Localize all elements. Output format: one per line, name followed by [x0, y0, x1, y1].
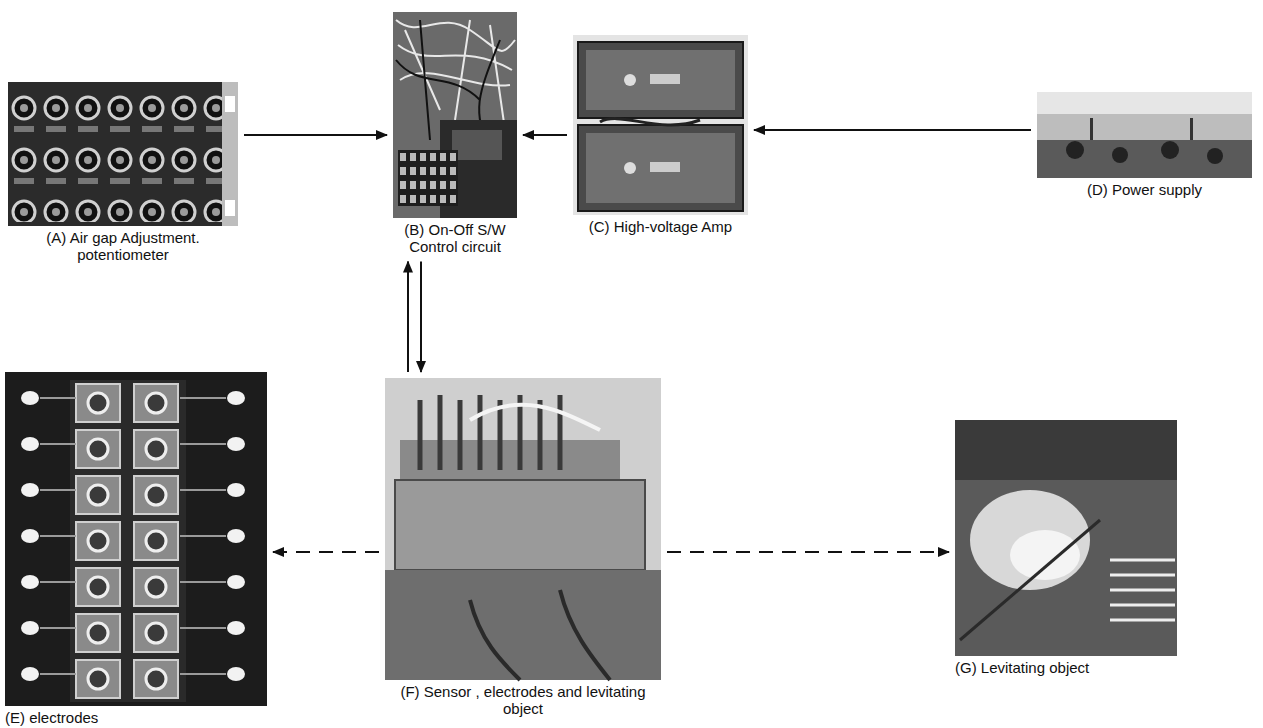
photo-frame: [1037, 92, 1252, 178]
table-cable: [470, 590, 610, 680]
wire-end: [21, 437, 39, 451]
signal-arrow: [407, 262, 409, 373]
potentiometer-photo: [8, 82, 238, 226]
supply-knob: [1112, 147, 1128, 163]
supply-rod: [1090, 118, 1093, 140]
wire-end: [227, 391, 245, 405]
control-circuit-photo: [393, 12, 517, 218]
supply-top: [1037, 92, 1252, 114]
wire-end: [227, 437, 245, 451]
photo-frame: [5, 372, 267, 706]
electrode-edges: [1110, 560, 1175, 620]
photo-panel: (G) Levitating object: [955, 420, 1177, 676]
supply-rod: [1190, 118, 1193, 140]
photo-frame: [573, 35, 748, 215]
setup-photo: [385, 378, 661, 680]
supply-knob: [1207, 148, 1223, 164]
sensor-cable: [470, 405, 600, 430]
wire-end: [21, 529, 39, 543]
wire-end: [227, 529, 245, 543]
knob-grid: [8, 88, 222, 222]
shadow-line: [960, 520, 1100, 640]
amp-badge: [650, 162, 680, 172]
signal-arrow: [754, 129, 1031, 131]
amp-badge: [650, 74, 680, 84]
photo-frame: [393, 12, 517, 218]
photo-panel: (C) High-voltage Amp: [573, 35, 748, 235]
wire-end: [21, 621, 39, 635]
wire-end: [21, 391, 39, 405]
signal-arrow: [244, 134, 387, 136]
wire-end: [227, 483, 245, 497]
photo-panel: (A) Air gap Adjustment. potentiometer: [8, 82, 238, 264]
supply-knob: [1161, 141, 1179, 159]
photo-panel: (B) On-Off S/W Control circuit: [393, 12, 517, 256]
dashed-arrow: [273, 551, 379, 553]
electrode-array: [70, 380, 186, 702]
photo-panel: (F) Sensor , electrodes and levitating o…: [385, 378, 661, 718]
photo-panel: (E) electrodes: [5, 372, 267, 726]
electrode-leads: [40, 398, 226, 674]
amp-unit: [578, 125, 743, 211]
sensor-rack: [400, 440, 620, 480]
amp-cable: [600, 119, 700, 125]
upper-shadow: [955, 420, 1177, 480]
wire-end: [227, 621, 245, 635]
plate-highlight: [1010, 530, 1080, 580]
panel-tag: [225, 200, 235, 216]
photo-panel: (D) Power supply: [1037, 92, 1252, 198]
amp-front: [586, 50, 735, 110]
chip: [452, 130, 502, 160]
photo-caption: (E) electrodes: [5, 709, 267, 726]
wire-end: [21, 667, 39, 681]
table: [385, 570, 661, 680]
photo-frame: [8, 82, 238, 226]
wire-ends: [21, 391, 245, 681]
terminal-block: [398, 150, 458, 206]
amplifier-photo: [573, 35, 748, 215]
amp-knob: [624, 162, 636, 174]
electrode-plate: [395, 480, 645, 570]
amp-front: [586, 133, 735, 203]
signal-arrow: [420, 262, 422, 373]
supply-front: [1037, 140, 1252, 178]
amp-knob: [624, 74, 636, 86]
panel-tag: [225, 96, 235, 112]
wire-end: [21, 483, 39, 497]
panel-edge: [222, 82, 238, 226]
photo-caption: (F) Sensor , electrodes and levitating o…: [385, 683, 661, 718]
signal-arrow: [523, 134, 567, 136]
photo-frame: [385, 378, 661, 680]
photo-caption: (A) Air gap Adjustment. potentiometer: [8, 229, 238, 264]
photo-caption: (B) On-Off S/W Control circuit: [393, 221, 517, 256]
dashed-arrow: [667, 551, 949, 553]
wire-end: [21, 575, 39, 589]
wire-end: [227, 575, 245, 589]
photo-caption: (D) Power supply: [1037, 181, 1252, 198]
photo-caption: (G) Levitating object: [955, 659, 1177, 676]
levitating-plate: [970, 490, 1090, 590]
photo-caption: (C) High-voltage Amp: [573, 218, 748, 235]
electrodes-photo: [5, 372, 267, 706]
supply-knob: [1066, 141, 1084, 159]
wire-end: [227, 667, 245, 681]
amp-unit: [578, 42, 743, 118]
levitating-object-photo: [955, 420, 1177, 656]
photo-frame: [955, 420, 1177, 656]
power-supply-photo: [1037, 92, 1252, 178]
